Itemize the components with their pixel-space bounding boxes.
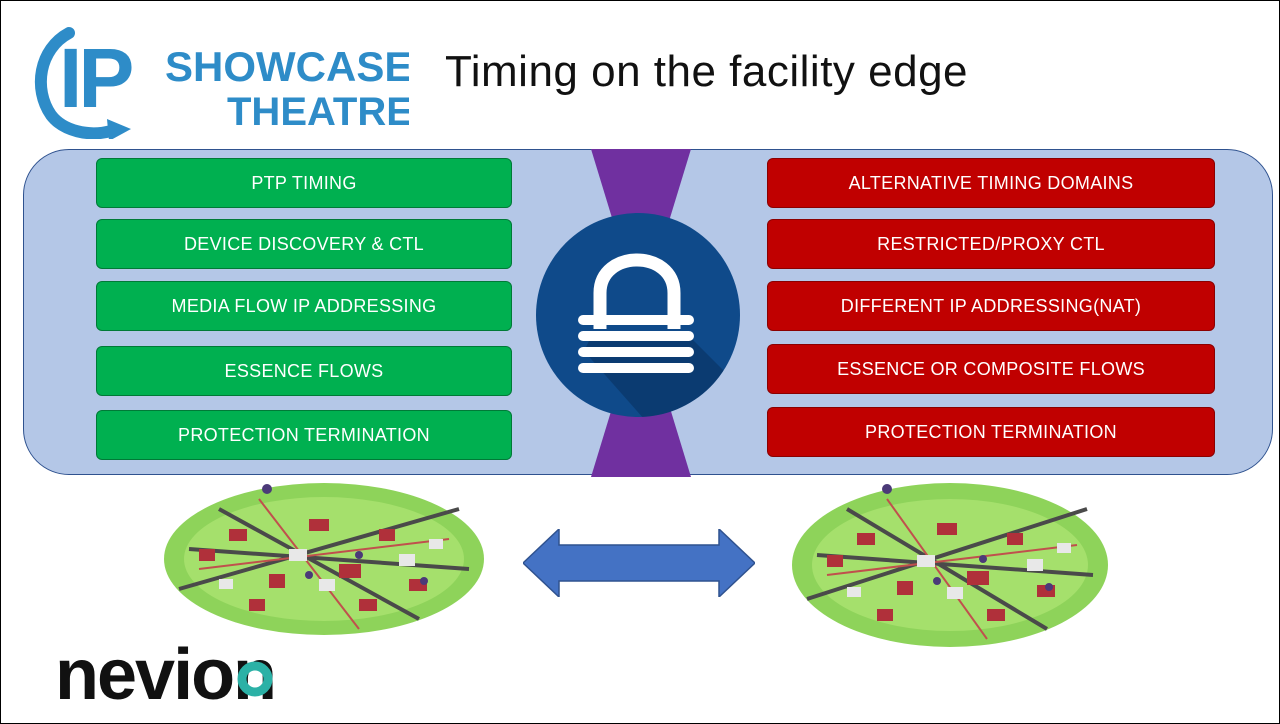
double-arrow-icon (523, 529, 755, 597)
left-item-ptp-timing: PTP TIMING (96, 158, 512, 208)
slide-title: Timing on the facility edge (445, 47, 969, 96)
logo-theatre-text: THEATRE (227, 90, 409, 134)
right-item-protection: PROTECTION TERMINATION (767, 407, 1215, 457)
right-item-alt-timing: ALTERNATIVE TIMING DOMAINS (767, 158, 1215, 208)
left-item-essence-flows: ESSENCE FLOWS (96, 346, 512, 396)
city-map-illustration-right (792, 483, 1108, 647)
right-item-restricted-ctl: RESTRICTED/PROXY CTL (767, 219, 1215, 269)
logo-showcase-text: SHOWCASE (165, 43, 409, 90)
left-item-protection: PROTECTION TERMINATION (96, 410, 512, 460)
nevion-logo: nevion (55, 641, 277, 711)
left-item-media-flow: MEDIA FLOW IP ADDRESSING (96, 281, 512, 331)
right-item-composite-flows: ESSENCE OR COMPOSITE FLOWS (767, 344, 1215, 394)
right-item-different-ip: DIFFERENT IP ADDRESSING(NAT) (767, 281, 1215, 331)
logo-ip-text: IP (59, 31, 132, 125)
ip-showcase-logo: IP SHOWCASE THEATRE (34, 27, 409, 139)
padlock-icon (536, 213, 740, 417)
city-map-illustration-left (164, 483, 484, 635)
left-item-device-discovery: DEVICE DISCOVERY & CTL (96, 219, 512, 269)
